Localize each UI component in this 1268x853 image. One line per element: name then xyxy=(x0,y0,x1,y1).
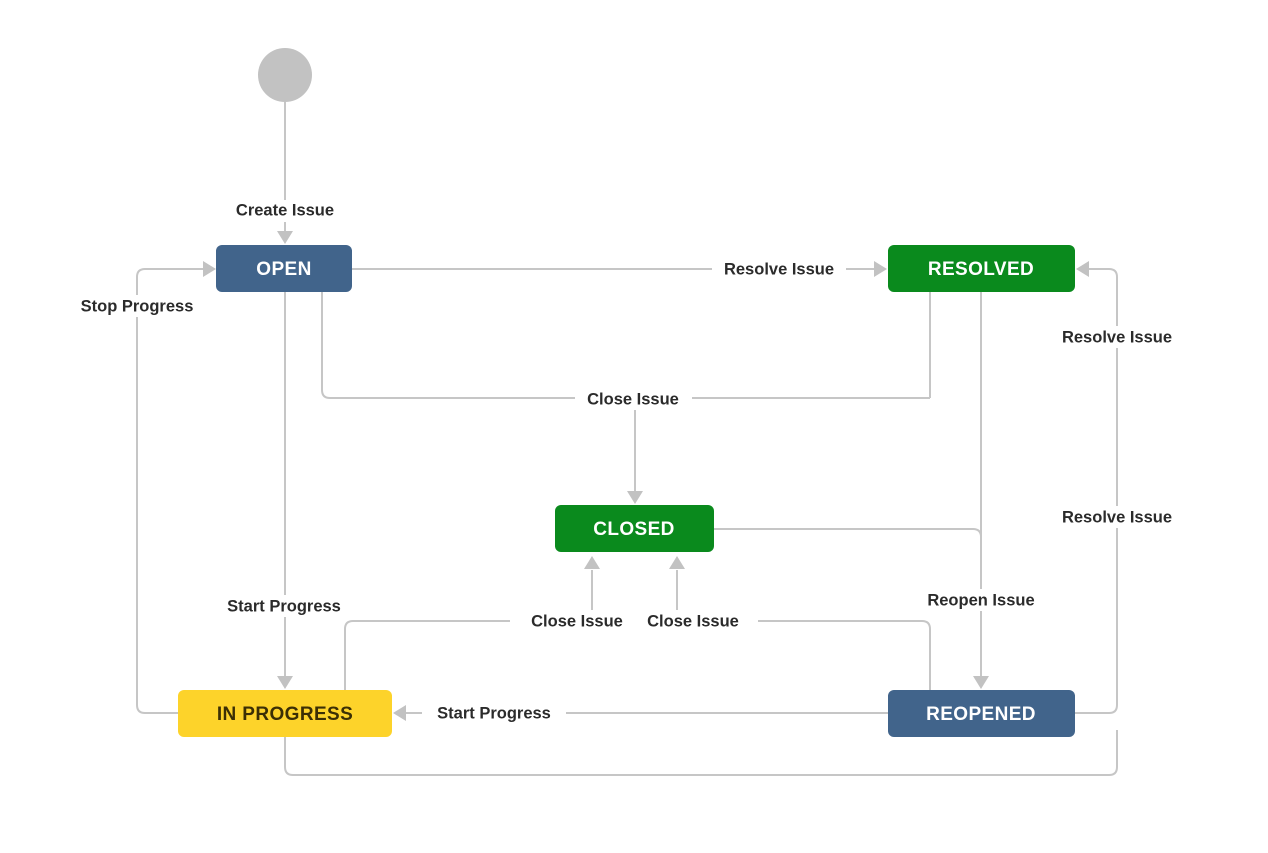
edge-resolve-issue-inprogress xyxy=(284,730,1118,776)
arrow-create-issue xyxy=(277,231,293,244)
edge-close-issue-inprogress xyxy=(344,620,510,690)
start-node[interactable] xyxy=(258,48,312,102)
start-circle-icon[interactable] xyxy=(258,48,312,102)
node-closed-rect[interactable] xyxy=(555,505,714,552)
edge-label-resolve-issue-reopened: Resolve Issue xyxy=(1062,328,1172,346)
label-bg-close-issue-reopened xyxy=(636,610,751,632)
edge-label-resolve-issue-inprogress: Resolve Issue xyxy=(1062,508,1172,526)
label-bg-start-progress-open xyxy=(218,595,351,617)
node-open[interactable]: OPEN xyxy=(216,245,352,292)
node-in-progress[interactable]: IN PROGRESS xyxy=(178,690,392,737)
label-bg-resolve-issue-reopened xyxy=(1050,326,1184,348)
label-bg-close-issue-inprogress xyxy=(520,610,635,632)
node-resolved-label: RESOLVED xyxy=(928,259,1034,280)
arrow-stop-progress xyxy=(203,261,216,277)
label-bg-resolve-issue-inprogress xyxy=(1050,506,1184,528)
arrow-start-progress-open xyxy=(277,676,293,689)
node-reopened-rect[interactable] xyxy=(888,690,1075,737)
node-closed[interactable]: CLOSED xyxy=(555,505,714,552)
edge-label-close-issue-inprogress: Close Issue xyxy=(531,612,623,630)
edge-label-close-issue-open: Close Issue xyxy=(587,390,679,408)
arrow-reopen-to-reopened xyxy=(973,676,989,689)
edge-label-create-issue: Create Issue xyxy=(236,201,334,219)
node-reopened[interactable]: REOPENED xyxy=(888,690,1075,737)
arrow-resolve-issue-reopened xyxy=(1076,261,1089,277)
edge-labels-layer: Create Issue Resolve Issue Stop Progress… xyxy=(68,200,1184,724)
node-resolved[interactable]: RESOLVED xyxy=(888,245,1075,292)
edge-label-stop-progress: Stop Progress xyxy=(81,297,194,315)
arrow-close-issue-reopened xyxy=(669,556,685,569)
edge-close-issue-reopened xyxy=(758,620,931,690)
edge-label-reopen-issue: Reopen Issue xyxy=(927,591,1034,609)
edge-resolve-issue-reopened xyxy=(1075,268,1118,714)
label-bg-create-issue xyxy=(222,200,348,222)
edge-close-issue-open xyxy=(321,292,930,399)
node-resolved-rect[interactable] xyxy=(888,245,1075,292)
node-in-progress-rect[interactable] xyxy=(178,690,392,737)
node-open-rect[interactable] xyxy=(216,245,352,292)
label-bg-stop-progress xyxy=(68,295,208,317)
label-bg-reopen-issue xyxy=(917,589,1045,611)
node-closed-label: CLOSED xyxy=(593,519,675,540)
node-in-progress-label: IN PROGRESS xyxy=(217,704,353,725)
node-open-label: OPEN xyxy=(256,259,311,280)
edge-label-close-issue-reopened: Close Issue xyxy=(647,612,739,630)
edge-label-start-progress-reopened: Start Progress xyxy=(437,704,551,722)
label-bg-start-progress-reopened xyxy=(428,702,561,724)
arrow-resolve-issue-open xyxy=(874,261,887,277)
label-bg-resolve-issue-open xyxy=(712,258,846,280)
label-bg-close-issue-open xyxy=(575,388,692,410)
arrow-close-issue-open xyxy=(627,491,643,504)
node-reopened-label: REOPENED xyxy=(926,704,1036,725)
edge-label-resolve-issue-open: Resolve Issue xyxy=(724,260,834,278)
arrow-close-issue-inprogress xyxy=(584,556,600,569)
edge-stop-progress xyxy=(136,268,203,714)
edge-closed-to-reopen xyxy=(714,528,982,560)
edge-label-start-progress-open: Start Progress xyxy=(227,597,341,615)
arrow-start-progress-reopened xyxy=(393,705,406,721)
edges-layer xyxy=(136,102,1118,776)
